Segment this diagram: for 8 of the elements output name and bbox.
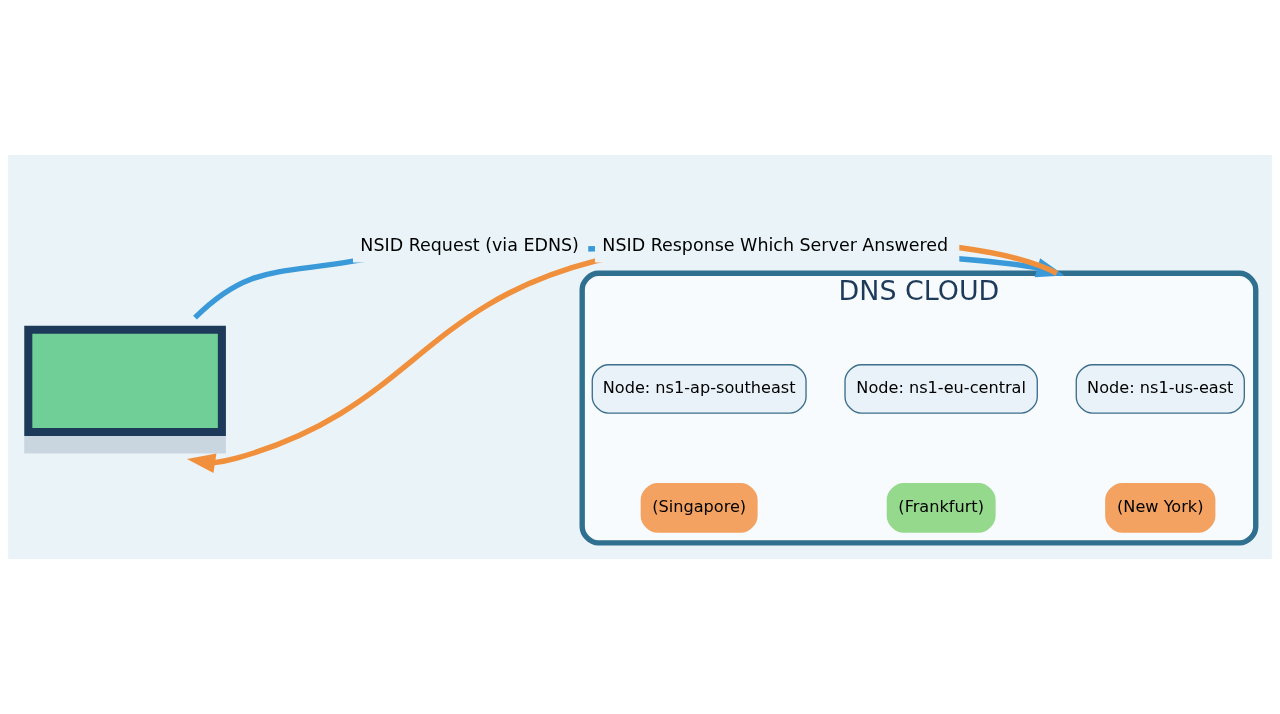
- edge-label: NSID Response Which Server Answered: [602, 234, 949, 255]
- node-box: Node: ns1-eu-central: [844, 364, 1038, 414]
- node-box: Node: ns1-ap-southeast: [591, 364, 807, 414]
- node-box: (Frankfurt): [886, 483, 996, 533]
- node-box: Node: ns1-us-east: [1075, 364, 1245, 414]
- node-box: (Singapore): [640, 483, 758, 533]
- edge-label: NSID Request (via EDNS): [360, 234, 579, 255]
- node-box: (New York): [1105, 483, 1216, 533]
